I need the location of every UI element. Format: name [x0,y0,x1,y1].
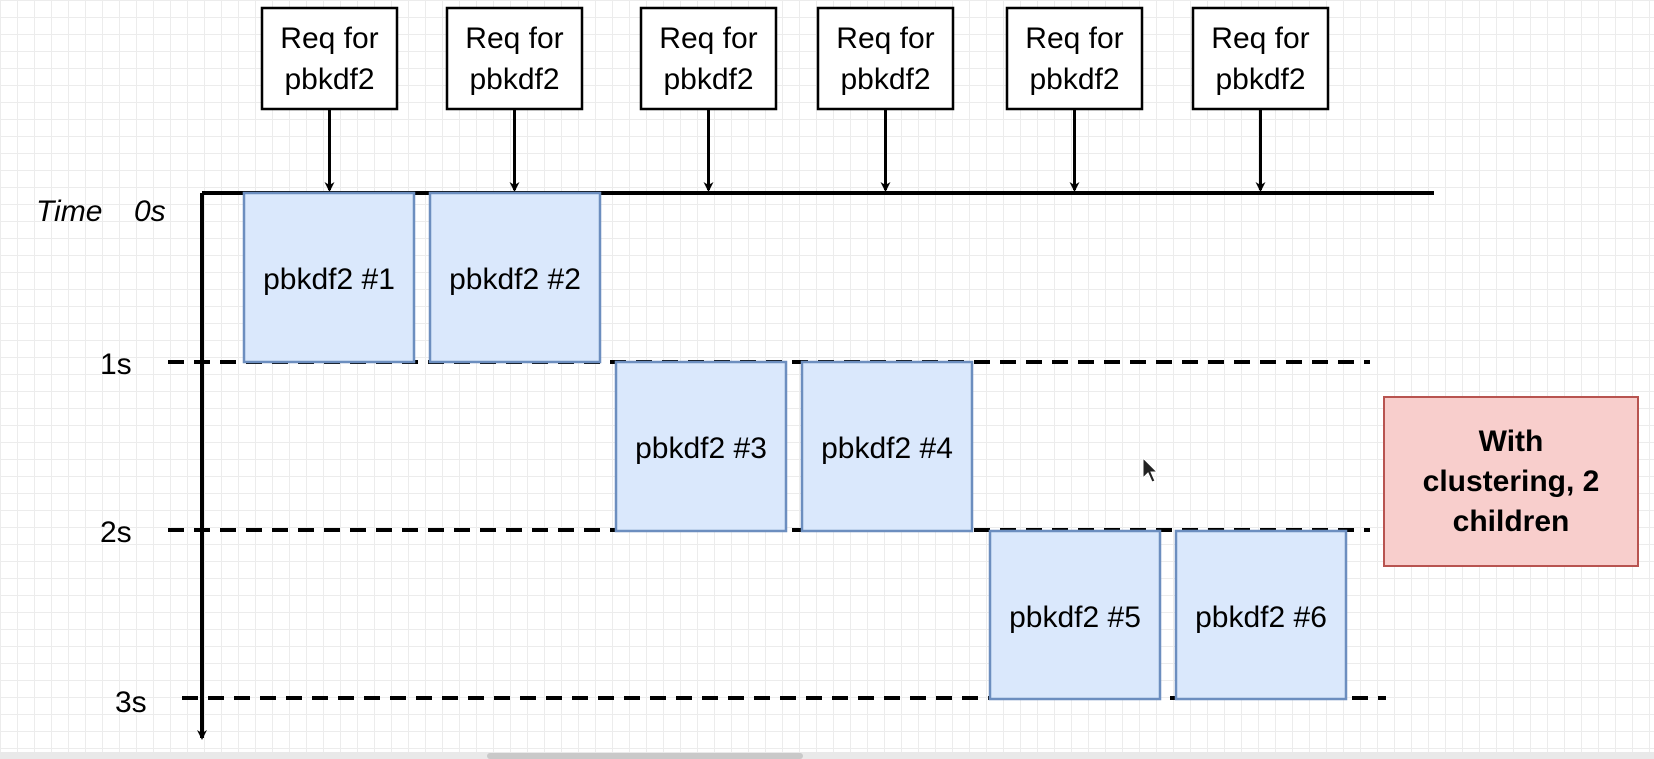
task-label: pbkdf2 #6 [1195,601,1327,634]
scrollbar-thumb[interactable] [487,753,803,759]
task-box-2[interactable]: pbkdf2 #2 [428,191,602,364]
request-box-label-line1: Req for [659,22,757,55]
task-label: pbkdf2 #3 [635,432,767,465]
request-box-label-line2: pbkdf2 [284,63,374,96]
request-box-label-line2: pbkdf2 [840,63,930,96]
request-box-label-line1: Req for [836,22,934,55]
time-tick-0s: 0s [134,195,166,228]
task-label: pbkdf2 #4 [821,432,953,465]
task-label: pbkdf2 #2 [449,263,581,296]
request-box-label-line1: Req for [280,22,378,55]
request-box-5[interactable]: Req for pbkdf2 [1005,6,1144,111]
time-label: Time [36,195,102,228]
task-label: pbkdf2 #5 [1009,601,1141,634]
request-arrows [324,110,1266,192]
task-box-1[interactable]: pbkdf2 #1 [242,191,416,364]
request-box-label-line1: Req for [1211,22,1309,55]
request-row: Req for pbkdf2 Req for pbkdf2 Req for pb… [260,6,1330,111]
task-box-4[interactable]: pbkdf2 #4 [800,360,974,533]
request-box-label-line1: Req for [465,22,563,55]
task-box-6[interactable]: pbkdf2 #6 [1174,529,1348,701]
request-box-3[interactable]: Req for pbkdf2 [639,6,778,111]
request-box-2[interactable]: Req for pbkdf2 [445,6,584,111]
note-line-1: With [1479,425,1544,458]
task-box-3[interactable]: pbkdf2 #3 [614,360,788,533]
horizontal-scrollbar[interactable] [0,752,1654,759]
time-tick-1s: 1s [100,348,132,381]
request-box-label-line2: pbkdf2 [469,63,559,96]
request-box-6[interactable]: Req for pbkdf2 [1191,6,1330,111]
request-box-1[interactable]: Req for pbkdf2 [260,6,399,111]
note-line-2: clustering, 2 [1423,465,1600,498]
time-tick-3s: 3s [115,686,147,719]
time-tick-2s: 2s [100,516,132,549]
clustering-note[interactable]: With clustering, 2 children [1383,396,1639,567]
time-labels: Time 0s 1s 2s 3s [36,195,166,719]
mouse-cursor-icon [1142,456,1159,483]
task-box-5[interactable]: pbkdf2 #5 [988,529,1162,701]
task-boxes: pbkdf2 #1 pbkdf2 #2 pbkdf2 #3 pbkdf2 #4 … [242,191,1348,701]
request-box-label-line1: Req for [1025,22,1123,55]
request-box-label-line2: pbkdf2 [663,63,753,96]
request-box-label-line2: pbkdf2 [1215,63,1305,96]
request-box-4[interactable]: Req for pbkdf2 [816,6,955,111]
note-line-3: children [1453,505,1570,538]
task-label: pbkdf2 #1 [263,263,395,296]
request-box-label-line2: pbkdf2 [1029,63,1119,96]
